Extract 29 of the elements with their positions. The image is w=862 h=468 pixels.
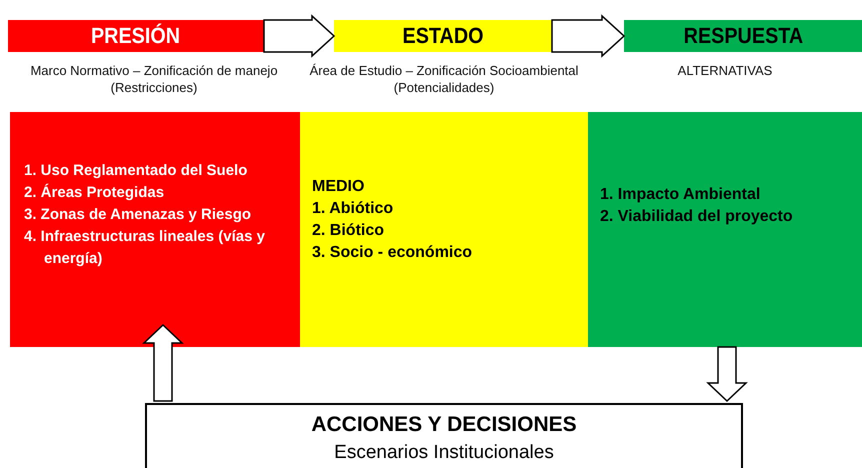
column-heading: PRESIÓN [91, 23, 181, 49]
list-item: 2. Viabilidad del proyecto [600, 206, 794, 226]
column-heading: ESTADO [402, 23, 484, 49]
column-subtitle: Marco Normativo – Zonificación de manejo (Restricciones) [29, 62, 279, 96]
list-item: 1. Impacto Ambiental [600, 184, 762, 204]
action-box [145, 403, 743, 468]
box-title: ACCIONES Y DECISIONES [310, 412, 578, 438]
header-band [624, 20, 862, 52]
list-heading: MEDIO [312, 176, 366, 196]
list-item: 2. Biótico [312, 220, 386, 240]
list-item: 1. Uso Reglamentado del Suelo [24, 160, 248, 180]
header-band [334, 20, 552, 52]
list-item: 2. Áreas Protegidas [24, 182, 166, 202]
column-panel [300, 112, 588, 347]
list-item: 4. Infraestructuras lineales (vías y energía) [24, 226, 266, 268]
block-arrow [551, 14, 626, 58]
list-item: 3. Zonas de Amenazas y Riesgo [24, 204, 252, 224]
list-item: 1. Abiótico [312, 198, 394, 218]
block-arrow [706, 346, 748, 402]
column-panel [10, 112, 300, 347]
block-arrow [263, 14, 336, 58]
column-subtitle: ALTERNATIVAS [676, 62, 774, 79]
column-panel [588, 112, 862, 347]
list-item: 3. Socio - económico [312, 242, 474, 262]
block-arrow [142, 324, 184, 402]
box-subtitle: Escenarios Institucionales [333, 441, 555, 465]
column-heading: RESPUESTA [683, 23, 803, 49]
header-band [8, 20, 264, 52]
column-subtitle: Área de Estudio – Zonificación Socioambiental (Potencialidades) [308, 62, 580, 96]
